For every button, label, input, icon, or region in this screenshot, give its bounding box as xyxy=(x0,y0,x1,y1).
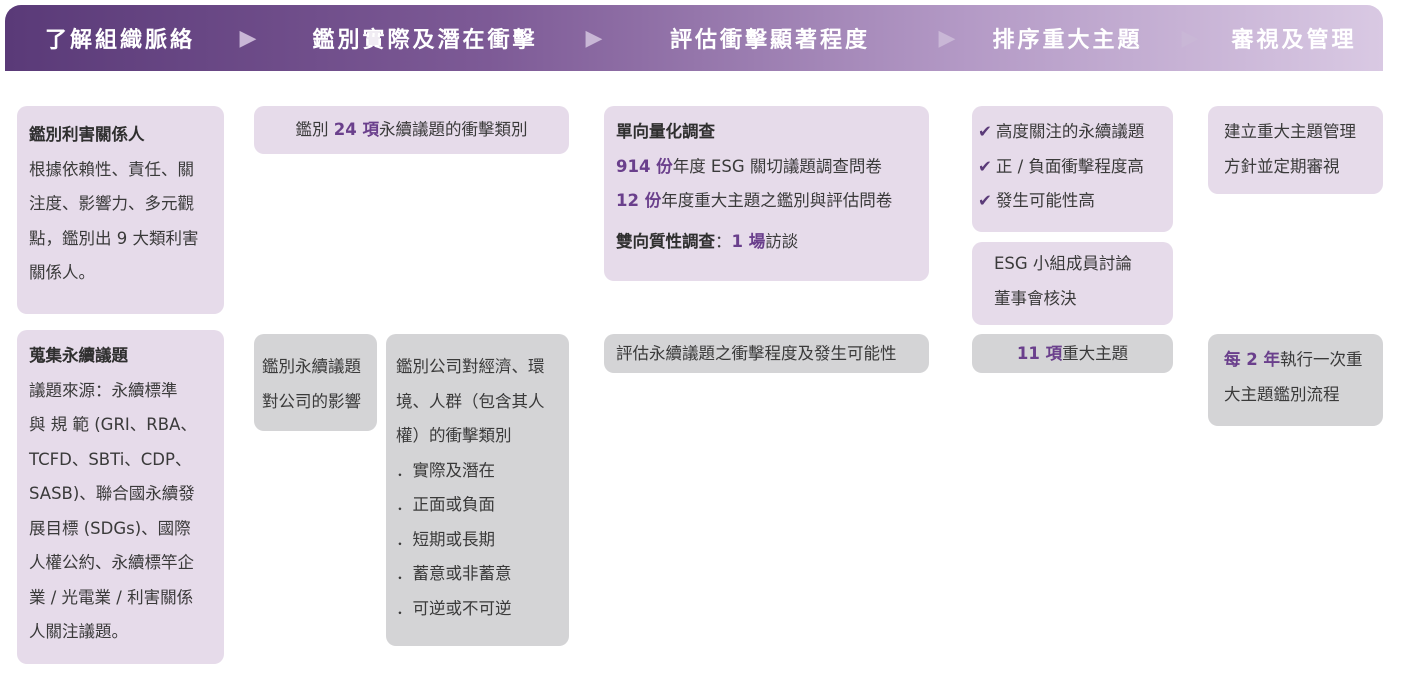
text: 鑑別 xyxy=(295,120,334,139)
text-line: 境、人群（包含其人 xyxy=(396,391,545,411)
text: 發生可能性高 xyxy=(995,191,1095,210)
material-topics-count-box: 11 項重大主題 xyxy=(972,334,1173,373)
survey-box: 單向量化調查 914 份年度 ESG 關切議題調查問卷 12 份年度重大主題之鑑… xyxy=(604,106,929,281)
check-item: ✔正 / 負面衝擊程度高 xyxy=(978,150,1173,185)
bullet-item: ．短期或長期 xyxy=(396,529,495,549)
text: 正 / 負面衝擊程度高 xyxy=(995,156,1144,176)
identify-stakeholders-box: 鑑別利害關係人 根據依賴性、責任、關 注度、影響力、多元觀 點，鑑別出 9 大類… xyxy=(17,106,224,314)
check-item: ✔發生可能性高 xyxy=(978,184,1173,219)
interview-title: 雙向質性調查 xyxy=(616,231,715,251)
process-header-bar: 了解組織脈絡 ▶ 鑑別實際及潛在衝擊 ▶ 評估衝擊顯著程度 ▶ 排序重大主題 ▶… xyxy=(5,5,1383,71)
survey-line: 914 份年度 ESG 關切議題調查問卷 xyxy=(616,150,917,185)
text: 重大主題 xyxy=(1062,344,1129,363)
step-review-manage: 審視及管理 xyxy=(1231,28,1357,53)
text-line: 每 2 年執行一次重 xyxy=(1224,343,1383,378)
text: ： xyxy=(715,231,732,251)
text: 永續議題的衝擊類別 xyxy=(378,120,528,139)
text-line: 人權公約、永續標竿企 xyxy=(29,553,194,572)
impact-categories-box: 鑑別公司對經濟、環 境、人群（包含其人 權）的衝擊類別 ．實際及潛在 ．正面或負… xyxy=(386,334,569,646)
approval-box: ESG 小組成員討論 董事會核決 xyxy=(972,242,1173,325)
bullet-item: ．可逆或不可逆 xyxy=(396,598,512,618)
text: 高度關注的永續議題 xyxy=(995,122,1145,141)
box-title: 蒐集永續議題 xyxy=(29,346,128,365)
check-icon: ✔ xyxy=(978,156,992,176)
box-title: 單向量化調查 xyxy=(616,122,715,141)
collect-topics-box: 蒐集永續議題 議題來源：永續標準 與 規 範 (GRI、RBA、 TCFD、SB… xyxy=(17,330,224,664)
text-line: TCFD、SBTi、CDP、 xyxy=(29,449,192,469)
text-line: 大主題鑑別流程 xyxy=(1224,384,1340,404)
highlight-number: 12 份 xyxy=(616,191,662,210)
text-line: 與 規 範 (GRI、RBA、 xyxy=(29,415,197,434)
check-icon: ✔ xyxy=(978,191,992,210)
text-line: 鑑別永續議題 xyxy=(262,357,361,376)
text: 訪談 xyxy=(765,231,799,251)
text-line: 展目標 (SDGs)、國際 xyxy=(29,518,191,538)
survey-line: 12 份年度重大主題之鑑別與評估問卷 xyxy=(616,184,917,219)
text: 年度重大主題之鑑別與評估問卷 xyxy=(661,191,893,210)
arrow-icon: ▶ xyxy=(585,25,603,51)
interview-line: 雙向質性調查：1 場訪談 xyxy=(616,225,917,260)
management-policy-box: 建立重大主題管理 方針並定期審視 xyxy=(1208,106,1383,194)
text-line: 業 / 光電業 / 利害關係 xyxy=(29,587,194,607)
text-line: 關係人。 xyxy=(29,263,95,282)
text-line: 議題來源：永續標準 xyxy=(29,380,178,400)
text: 年度 ESG 關切議題調查問卷 xyxy=(672,156,882,176)
arrow-icon: ▶ xyxy=(938,25,956,51)
highlight-number: 11 項 xyxy=(1016,344,1063,363)
arrow-icon: ▶ xyxy=(239,25,257,51)
text-line: 人關注議題。 xyxy=(29,622,128,641)
assess-impact-box: 評估永續議題之衝擊程度及發生可能性 xyxy=(604,334,929,373)
bullet-item: ．蓄意或非蓄意 xyxy=(396,564,512,583)
bullet-item: ．正面或負面 xyxy=(396,495,495,514)
check-item: ✔高度關注的永續議題 xyxy=(978,115,1173,150)
text-line: 董事會核決 xyxy=(994,288,1077,308)
step-prioritize-topics: 排序重大主題 xyxy=(992,28,1143,53)
identify-24-topics-box: 鑑別 24 項永續議題的衝擊類別 xyxy=(254,106,569,154)
text-line: 權）的衝擊類別 xyxy=(396,426,512,445)
text-line: 建立重大主題管理 xyxy=(1224,122,1356,141)
text-line: 對公司的影響 xyxy=(262,391,361,411)
text-line: 注度、影響力、多元觀 xyxy=(29,194,194,213)
text-line: 鑑別公司對經濟、環 xyxy=(396,357,545,376)
highlight-number: 1 場 xyxy=(731,231,766,251)
arrow-icon: ▶ xyxy=(1181,25,1199,51)
impact-on-company-box: 鑑別永續議題 對公司的影響 xyxy=(254,334,377,431)
box-title: 鑑別利害關係人 xyxy=(29,125,145,144)
highlight-number: 每 2 年 xyxy=(1224,350,1280,369)
text-line: ESG 小組成員討論 xyxy=(994,254,1132,273)
review-frequency-box: 每 2 年執行一次重 大主題鑑別流程 xyxy=(1208,334,1383,426)
step-identify-impacts: 鑑別實際及潛在衝擊 xyxy=(312,28,538,53)
check-icon: ✔ xyxy=(978,122,992,141)
text: 評估永續議題之衝擊程度及發生可能性 xyxy=(616,344,897,363)
step-understand-context: 了解組織脈絡 xyxy=(44,28,195,53)
text-line: 根據依賴性、責任、關 xyxy=(29,159,194,179)
highlight-number: 914 份 xyxy=(616,156,673,176)
text-line: 方針並定期審視 xyxy=(1224,156,1340,176)
text-line: SASB)、聯合國永續發 xyxy=(29,484,195,503)
criteria-box: ✔高度關注的永續議題 ✔正 / 負面衝擊程度高 ✔發生可能性高 xyxy=(972,106,1173,232)
highlight-number: 24 項 xyxy=(333,120,379,139)
step-assess-significance: 評估衝擊顯著程度 xyxy=(669,28,870,53)
text: 執行一次重 xyxy=(1279,350,1363,369)
bullet-item: ．實際及潛在 xyxy=(396,460,495,480)
text-line: 點，鑑別出 9 大類利害 xyxy=(29,228,199,248)
